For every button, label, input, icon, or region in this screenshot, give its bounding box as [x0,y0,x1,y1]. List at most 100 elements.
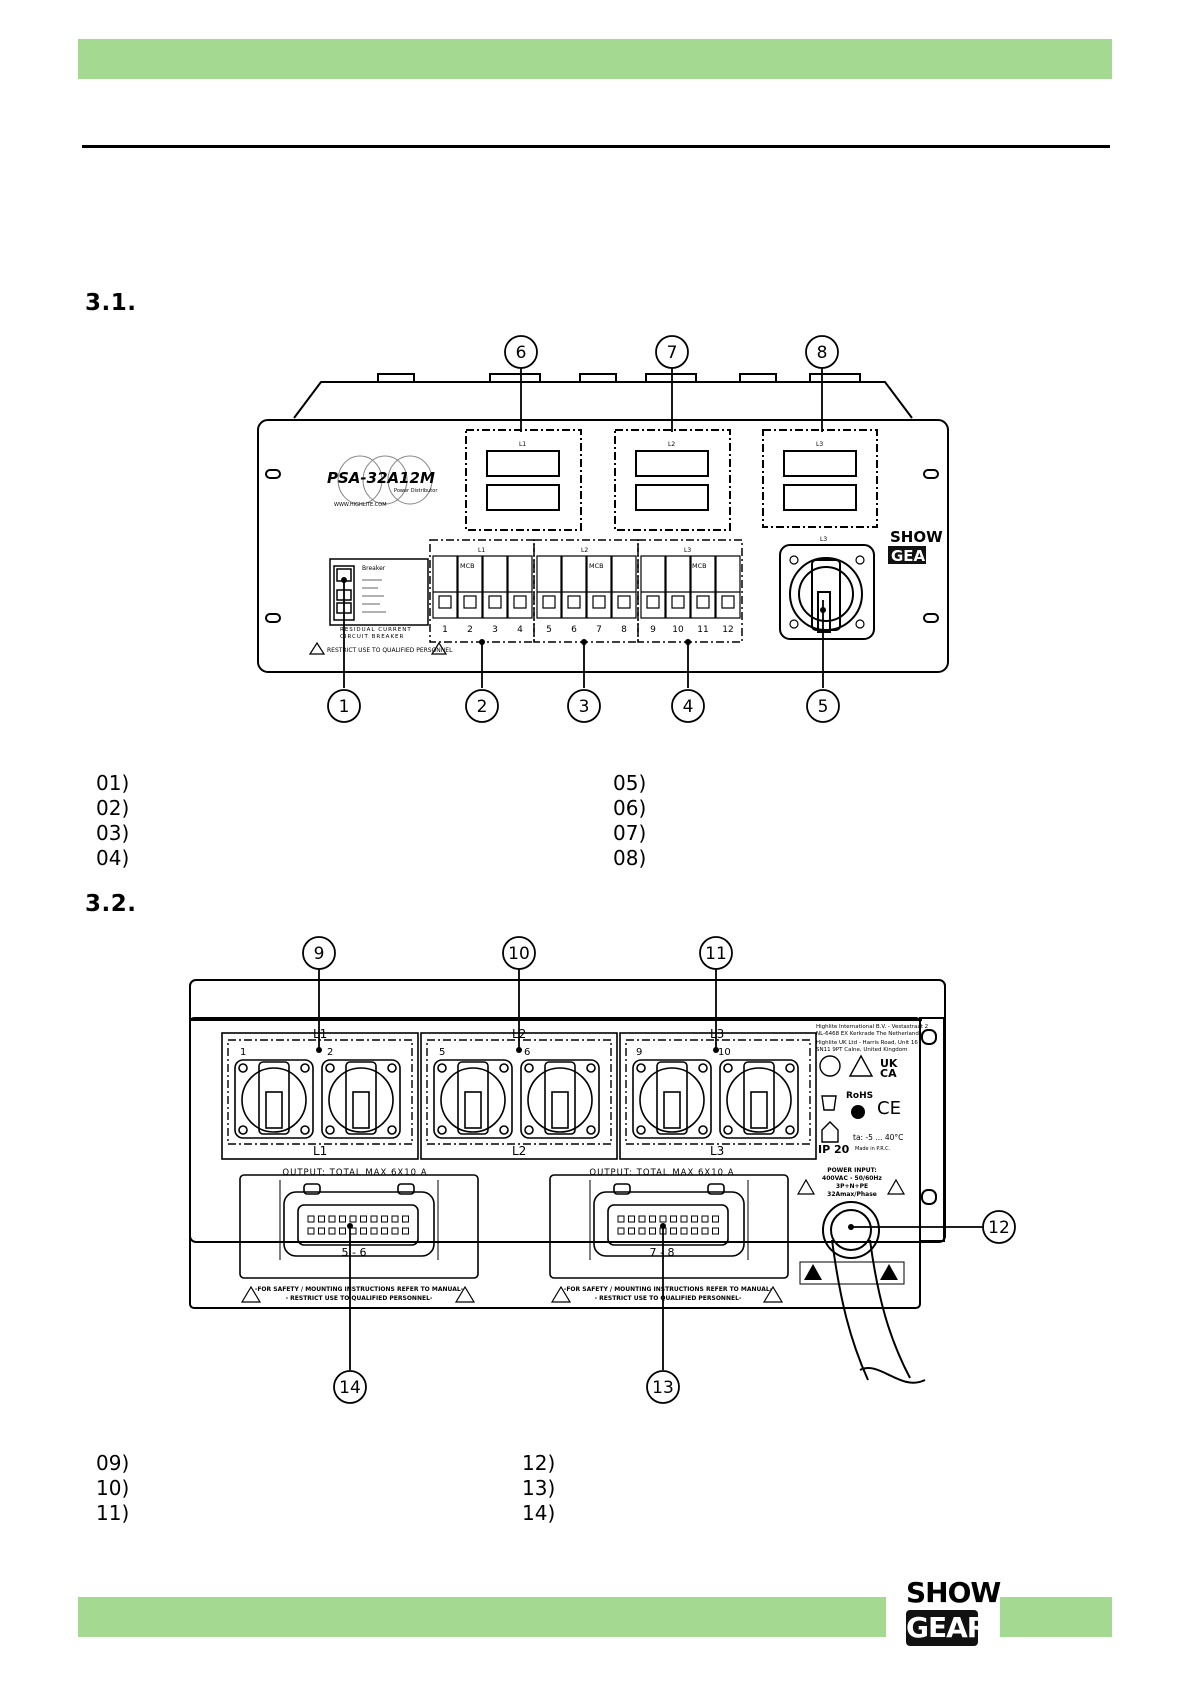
socket-num-6: 6 [524,1047,530,1058]
rcd-caption-2: CIRCUIT BREAKER [340,634,404,640]
socket-num-2: 2 [327,1047,333,1058]
mcb-module[interactable] [507,555,533,619]
socket-num-5: 5 [439,1047,445,1058]
rcd-caption-1: RESIDUAL CURRENT [340,627,412,633]
rear-group-l3-top: L3 [710,1027,724,1041]
callout-13: 13 [652,1378,674,1398]
output-range-1: 5 - 6 [342,1246,367,1259]
ip-rating: IP 20 [818,1143,850,1156]
mcb-toggle[interactable] [488,595,502,609]
front-brand-bottom: GEAR [891,547,937,565]
callout-7: 7 [667,343,678,363]
mcb-module[interactable] [640,555,666,619]
mcb-number: 8 [621,625,627,635]
mcb-tag-2: MCB [589,562,604,570]
mcb-toggle[interactable] [513,595,527,609]
footer-logo-bottom: GEAR [906,1610,988,1646]
rear-group-l1-bottom: L1 [313,1144,327,1158]
item-05: 05) [613,771,647,795]
item-12: 12) [522,1451,556,1475]
footer-logo-top: SHOW [906,1576,1001,1609]
address-4: SN11 9PT Calne, United Kingdom [816,1047,908,1053]
safety-line-1a: -FOR SAFETY / MOUNTING INSTRUCTIONS REFE… [255,1286,464,1293]
callout-8: 8 [817,343,828,363]
mcb-toggle[interactable] [542,595,556,609]
ukca-mark-2: CA [880,1067,897,1080]
item-08: 08) [613,846,647,870]
callout-14: 14 [339,1378,361,1398]
mcb-module[interactable] [432,555,458,619]
callout-6: 6 [516,343,527,363]
mcb-number: 1 [442,625,448,635]
socket-num-10: 10 [718,1047,731,1058]
mcb-module[interactable] [586,555,612,619]
meter-label-l3: L3 [816,441,823,448]
power-label-3: 3P+N+PE [836,1183,868,1190]
mcb-tag-3: MCB [692,562,707,570]
callout-10: 10 [508,944,530,964]
front-model-text: PSA-32A12M [327,469,435,487]
mcb-toggle[interactable] [646,595,660,609]
power-label-2: 400VAC - 50/60Hz [822,1175,882,1182]
mcb-module[interactable] [482,555,508,619]
address-1: Highlite International B.V. - Vestastraa… [816,1024,928,1030]
rcd-brand: Breaker [362,565,386,572]
rear-socket[interactable] [433,1059,513,1139]
item-02: 02) [96,796,130,820]
mcb-module[interactable] [561,555,587,619]
socket-num-9: 9 [636,1047,642,1058]
item-13: 13) [522,1476,556,1500]
mcb-module[interactable] [536,555,562,619]
front-model-sub: Power Distributor [394,488,438,494]
rear-socket[interactable] [632,1059,712,1139]
multipin-output[interactable] [549,1174,789,1279]
inlet-label: L3 [820,536,827,543]
item-10: 10) [96,1476,130,1500]
mcb-module[interactable] [611,555,637,619]
multipin-output[interactable] [239,1174,479,1279]
mcb-module[interactable] [665,555,691,619]
callout-12: 12 [988,1218,1010,1238]
rear-socket[interactable] [234,1059,314,1139]
header-rule [82,145,1110,148]
mcb-number: 9 [650,625,656,635]
rear-socket[interactable] [520,1059,600,1139]
item-01: 01) [96,771,130,795]
section-number-3-1: 3.1. [85,290,137,316]
rear-group-l3-bottom: L3 [710,1144,724,1158]
temp-rating: ta: -5 ... 40°C [853,1133,903,1142]
output-range-2: 7 - 8 [650,1246,675,1259]
rear-panel-diagram: L1 L2 L3 L1 L2 L3 1 2 5 6 9 10 Highlite … [189,936,1016,1404]
rear-socket[interactable] [321,1059,401,1139]
mcb-group-l2: L2 [581,547,588,554]
callout-3: 3 [579,697,590,717]
mcb-toggle[interactable] [567,595,581,609]
footer-logo: SHOW GEAR [906,1576,1001,1658]
mcb-toggle[interactable] [617,595,631,609]
mcb-number: 7 [596,625,602,635]
rear-socket[interactable] [719,1059,799,1139]
callout-5: 5 [818,697,829,717]
power-label-4: 32Amax/Phase [827,1191,877,1198]
mcb-toggle[interactable] [463,595,477,609]
made-in: Made in P.R.C. [855,1146,891,1152]
header-bar [78,39,1112,79]
item-06: 06) [613,796,647,820]
item-09: 09) [96,1451,130,1475]
mcb-toggle[interactable] [671,595,685,609]
mcb-module[interactable] [715,555,741,619]
rear-group-l2-bottom: L2 [512,1144,526,1158]
callout-9: 9 [314,944,325,964]
safety-line-2a: - RESTRICT USE TO QUALIFIED PERSONNEL- [286,1295,433,1302]
mcb-toggle[interactable] [592,595,606,609]
item-14: 14) [522,1501,556,1525]
mcb-toggle[interactable] [721,595,735,609]
mcb-number: 4 [517,625,523,635]
item-04: 04) [96,846,130,870]
mcb-toggle[interactable] [696,595,710,609]
mcb-toggle[interactable] [438,595,452,609]
mcb-module[interactable] [457,555,483,619]
mcb-number: 10 [672,625,684,635]
mcb-module[interactable] [690,555,716,619]
callout-2: 2 [477,697,488,717]
